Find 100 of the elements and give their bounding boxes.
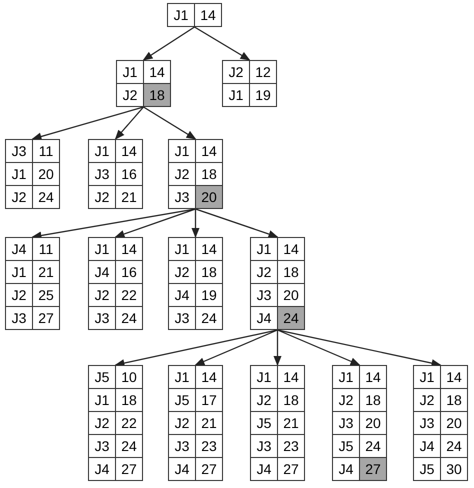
table-cell: 23	[278, 435, 305, 458]
table-cell: 14	[360, 366, 387, 389]
arrow	[194, 26, 250, 61]
table-cell: J4	[89, 458, 116, 481]
table-cell: 10	[116, 366, 143, 389]
table-cell: J5	[251, 412, 278, 435]
highlighted-cell: 27	[360, 458, 387, 481]
table-cell: J1	[6, 261, 33, 284]
table-cell: J2	[89, 186, 116, 209]
table-cell: J5	[89, 366, 116, 389]
table-cell: J3	[251, 435, 278, 458]
table-cell: 14	[116, 140, 143, 163]
highlighted-cell: 24	[278, 307, 305, 330]
table-cell: J3	[169, 307, 196, 330]
table-cell: J1	[169, 140, 196, 163]
highlighted-cell: 18	[144, 84, 171, 107]
table-cell: J4	[6, 238, 33, 261]
table-cell: J4	[414, 435, 441, 458]
table-cell: J2	[333, 389, 360, 412]
table-cell: 24	[33, 186, 60, 209]
table-cell: J1	[89, 140, 116, 163]
table-cell: J4	[251, 458, 278, 481]
table-cell: J1	[333, 366, 360, 389]
table-cell: 25	[33, 284, 60, 307]
table-cell: 24	[441, 435, 468, 458]
arrow	[114, 329, 278, 367]
table-cell: 18	[196, 261, 223, 284]
table-cell: 14	[441, 366, 468, 389]
table-cell: 22	[116, 412, 143, 435]
data-table	[168, 365, 223, 481]
table-cell: J2	[89, 412, 116, 435]
table-cell: 27	[33, 307, 60, 330]
arrow	[142, 26, 195, 61]
arrow	[277, 329, 360, 366]
table-cell: J1	[223, 84, 250, 107]
data-table	[116, 60, 171, 107]
table-cell: 21	[116, 186, 143, 209]
table-cell: 17	[196, 389, 223, 412]
table-cell: J1	[168, 4, 195, 27]
table-cell: 14	[195, 4, 222, 27]
data-table	[222, 60, 277, 107]
data-table	[168, 139, 223, 209]
table-cell: J4	[169, 284, 196, 307]
table-cell: J1	[251, 238, 278, 261]
table-cell: 19	[196, 284, 223, 307]
table-cell: J3	[89, 435, 116, 458]
table-cell: J1	[6, 163, 33, 186]
table-cell: 21	[196, 412, 223, 435]
table-cell: J1	[169, 238, 196, 261]
arrow	[32, 106, 144, 140]
table-cell: J2	[89, 284, 116, 307]
table-cell: J2	[251, 261, 278, 284]
table-cell: 24	[116, 435, 143, 458]
table-cell: J1	[89, 238, 116, 261]
table-cell: 23	[196, 435, 223, 458]
table-cell: 14	[196, 140, 223, 163]
table-cell: 18	[278, 389, 305, 412]
data-table	[250, 237, 305, 330]
table-cell: 18	[278, 261, 305, 284]
table-cell: J2	[414, 389, 441, 412]
table-cell: 21	[278, 412, 305, 435]
arrow	[277, 329, 442, 368]
arrow	[274, 330, 282, 366]
arrow	[194, 329, 278, 366]
table-cell: J1	[414, 366, 441, 389]
arrow	[32, 208, 196, 240]
table-cell: J2	[169, 412, 196, 435]
table-cell: J1	[251, 366, 278, 389]
table-cell: J3	[251, 284, 278, 307]
table-cell: J3	[6, 140, 33, 163]
table-cell: J3	[6, 307, 33, 330]
arrow	[195, 208, 278, 238]
table-cell: 30	[441, 458, 468, 481]
table-cell: 14	[196, 238, 223, 261]
table-cell: 12	[250, 61, 277, 84]
table-cell: 14	[196, 366, 223, 389]
table-cell: 24	[196, 307, 223, 330]
highlighted-cell: 20	[196, 186, 223, 209]
data-table	[250, 365, 305, 481]
table-cell: 27	[278, 458, 305, 481]
table-cell: J1	[117, 61, 144, 84]
table-cell: J5	[333, 435, 360, 458]
table-cell: 18	[116, 389, 143, 412]
table-cell: 14	[116, 238, 143, 261]
table-cell: 14	[278, 366, 305, 389]
data-table	[167, 3, 222, 27]
table-cell: 16	[116, 163, 143, 186]
table-cell: 20	[441, 412, 468, 435]
table-cell: 20	[360, 412, 387, 435]
table-cell: 24	[116, 307, 143, 330]
table-cell: J2	[251, 389, 278, 412]
data-table	[332, 365, 387, 481]
data-table	[168, 237, 223, 330]
arrow	[192, 209, 200, 238]
table-cell: J3	[89, 163, 116, 186]
table-cell: 18	[441, 389, 468, 412]
table-cell: 18	[360, 389, 387, 412]
data-table	[413, 365, 468, 481]
table-cell: 14	[278, 238, 305, 261]
table-cell: J4	[89, 261, 116, 284]
